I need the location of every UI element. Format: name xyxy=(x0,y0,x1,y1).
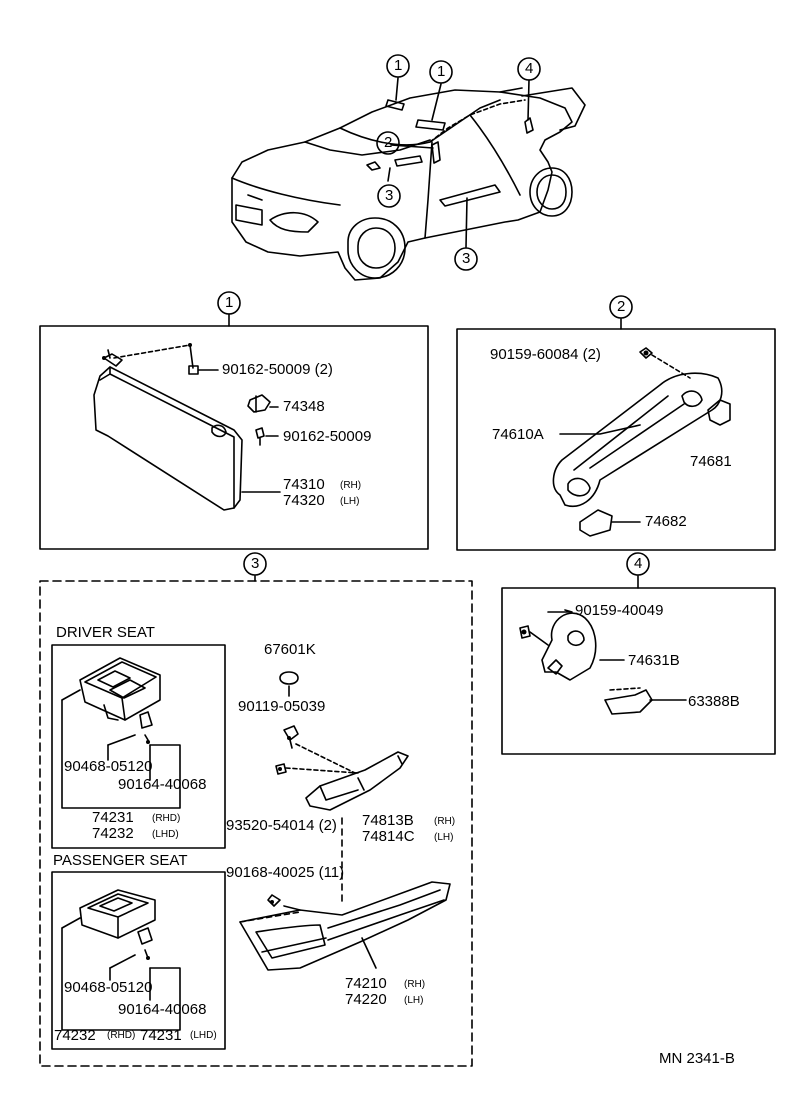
part-hook: 74631B xyxy=(628,652,680,669)
part-armrest-rh: 74210 xyxy=(345,975,387,992)
part-driver-switch-rhd: 74231 xyxy=(92,809,134,826)
assist-grip-illustration xyxy=(552,347,731,537)
part-visor-holder: 74348 xyxy=(283,398,325,415)
part-pull-handle-rh: 74813B xyxy=(362,812,414,829)
passenger-seat-frame xyxy=(51,871,226,1050)
part-armrest-rh-note: (RH) xyxy=(404,979,426,990)
part-screw-hook: 90159-40049 xyxy=(575,602,664,619)
part-passenger-switch-lhd: 74231 xyxy=(140,1027,182,1044)
driver-seat-title: DRIVER SEAT xyxy=(56,624,155,641)
part-grip-cover: 74681 xyxy=(690,453,732,470)
part-screw-trim-qty: 93520-54014 (2) xyxy=(226,817,337,834)
part-passenger-clip: 90468-05120 xyxy=(64,979,153,996)
part-screw-visor: 90162-50009 xyxy=(283,428,372,445)
part-passenger-switch-lhd-note: (LHD) xyxy=(190,1030,217,1041)
callout-2-panel: 2 xyxy=(617,298,626,315)
part-visor-lh: 74320 xyxy=(283,492,325,509)
callout-1-top-right: 1 xyxy=(437,63,446,80)
part-screw-visor-qty: 90162-50009 (2) xyxy=(222,361,333,378)
part-passenger-switch-rhd: 74232 xyxy=(54,1027,96,1044)
panel-1-frame xyxy=(39,325,429,550)
coat-hook-illustration xyxy=(519,609,687,715)
callout-3-car-lower: 3 xyxy=(462,250,471,267)
part-grip-bracket: 74682 xyxy=(645,513,687,530)
callout-4-top: 4 xyxy=(525,60,534,77)
part-visor-rh-note: (RH) xyxy=(340,480,362,491)
part-hook-bracket: 63388B xyxy=(688,693,740,710)
callout-3-panel: 3 xyxy=(251,555,260,572)
part-visor-rh: 74310 xyxy=(283,476,325,493)
part-pull-handle-lh-note: (LH) xyxy=(434,832,454,843)
part-driver-screw: 90164-40068 xyxy=(118,776,207,793)
part-cap: 67601K xyxy=(264,641,316,658)
door-trim-illustration xyxy=(239,671,451,971)
part-driver-switch-lhd-note: (LHD) xyxy=(152,829,179,840)
sun-visor-illustration xyxy=(93,344,281,511)
part-passenger-switch-rhd-note: (RHD) xyxy=(107,1030,136,1041)
callout-4-panel: 4 xyxy=(634,555,643,572)
callout-3-car-upper: 3 xyxy=(385,187,394,204)
car-overview-illustration xyxy=(231,77,586,281)
part-pull-handle-rh-note: (RH) xyxy=(434,816,456,827)
part-screw-cap: 90119-05039 xyxy=(238,698,326,715)
driver-switch-illustration xyxy=(61,657,181,809)
diagram-code: MN 2341-B xyxy=(659,1050,735,1067)
part-pull-handle-lh: 74814C xyxy=(362,828,415,845)
passenger-switch-illustration xyxy=(61,889,181,1031)
part-driver-clip: 90468-05120 xyxy=(64,758,153,775)
panel-3-frame xyxy=(39,580,473,1067)
passenger-seat-title: PASSENGER SEAT xyxy=(53,852,188,869)
part-driver-switch-lhd: 74232 xyxy=(92,825,134,842)
callout-1-panel: 1 xyxy=(225,294,234,311)
callout-2-car: 2 xyxy=(384,134,393,151)
part-visor-lh-note: (LH) xyxy=(340,496,360,507)
part-driver-switch-rhd-note: (RHD) xyxy=(152,813,181,824)
part-clip-trim-qty: 90168-40025 (11) xyxy=(226,864,345,881)
part-assist-grip: 74610A xyxy=(492,426,544,443)
part-passenger-screw: 90164-40068 xyxy=(118,1001,207,1018)
part-screw-grip-qty: 90159-60084 (2) xyxy=(490,346,601,363)
panel-2-frame xyxy=(456,328,776,551)
driver-seat-frame xyxy=(51,644,226,849)
part-armrest-lh: 74220 xyxy=(345,991,387,1008)
part-armrest-lh-note: (LH) xyxy=(404,995,424,1006)
callout-1-top-left: 1 xyxy=(394,57,403,74)
